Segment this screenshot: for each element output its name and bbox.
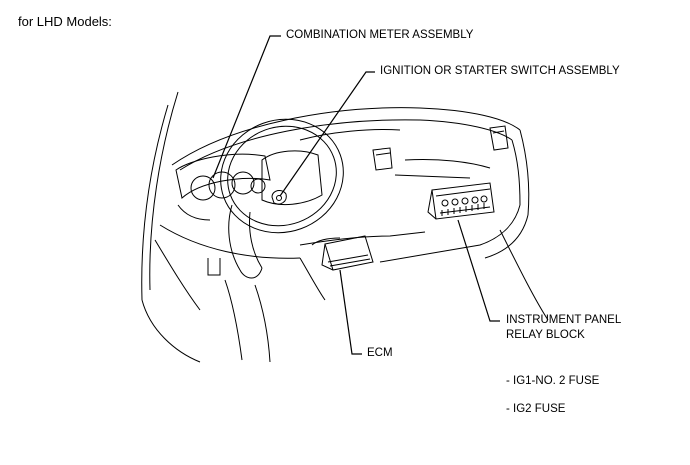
leader-ecm: [339, 269, 362, 355]
lower-dash: [154, 224, 426, 363]
label-relay-block-line1: INSTRUMENT PANEL: [506, 314, 622, 326]
steering-wheel: [220, 118, 344, 279]
ecm-unit: [311, 235, 374, 271]
dashboard-right: [379, 125, 549, 321]
ignition-switch: [271, 189, 287, 205]
label-combination-meter: COMBINATION METER ASSEMBLY: [286, 29, 474, 41]
combination-meter: [175, 153, 271, 221]
center-vent: [372, 147, 393, 171]
leader-combination-meter: [212, 35, 281, 179]
door-frame: [141, 91, 201, 363]
relay-block: [427, 182, 495, 220]
leader-relay-block: [457, 219, 500, 322]
label-ecm: ECM: [367, 347, 393, 359]
label-relay-block-line2: RELAY BLOCK: [506, 329, 585, 341]
label-fuse-ig2: - IG2 FUSE: [506, 403, 566, 415]
leader-lines: [212, 35, 500, 355]
leader-ignition-switch: [279, 71, 375, 197]
label-ignition-switch: IGNITION OR STARTER SWITCH ASSEMBLY: [380, 65, 620, 77]
label-fuse-ig1: - IG1-NO. 2 FUSE: [506, 375, 600, 387]
dashboard-top: [171, 107, 521, 179]
page-heading: for LHD Models:: [18, 14, 112, 29]
